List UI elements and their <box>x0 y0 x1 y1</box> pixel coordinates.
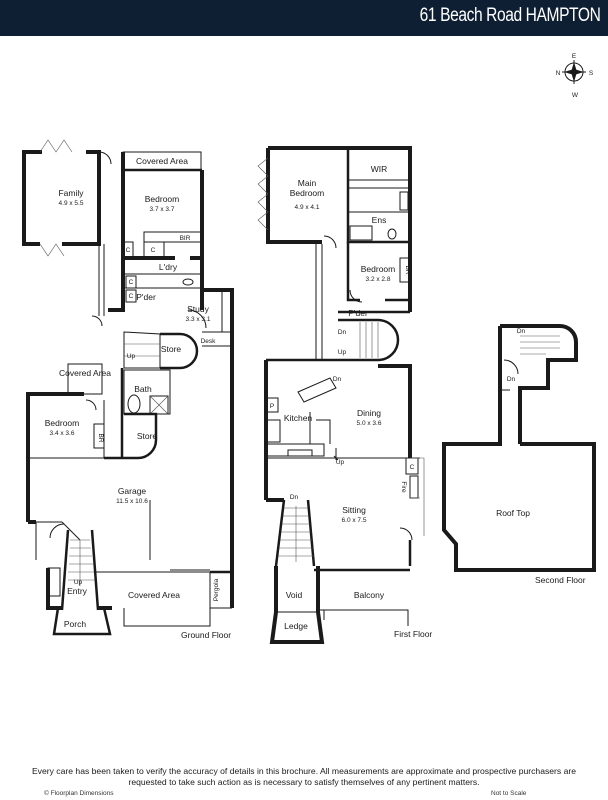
powder-room-first-label: P'der <box>348 308 368 318</box>
bedroom-first-dims: 3.2 x 2.8 <box>366 276 391 283</box>
compass-w: W <box>572 92 579 99</box>
family-label: Family <box>58 188 84 198</box>
closet-c3: C <box>129 279 134 286</box>
page-title: 61 Beach Road HAMPTON <box>419 5 600 26</box>
stairs-up-label: Up <box>127 353 136 360</box>
wir-label: WIR <box>371 164 388 174</box>
disclaimer-text: Every care has been taken to verify the … <box>31 766 577 787</box>
compass-s: S <box>589 70 594 77</box>
store-label-1: Store <box>161 344 182 354</box>
stairs-up-label-2: Up <box>74 579 83 586</box>
powder-room-label: P'der <box>136 292 156 302</box>
stairs-up-label-first-2: Up <box>336 459 345 466</box>
first-floor-label: First Floor <box>394 629 432 639</box>
study-dims: 3.3 x 3.1 <box>186 316 211 323</box>
bedroom-first-label: Bedroom <box>361 264 396 274</box>
garage-dims: 11.5 x 10.6 <box>116 498 148 505</box>
kitchen-label: Kitchen <box>284 413 313 423</box>
header-bar: 61 Beach Road HAMPTON <box>0 0 608 36</box>
ledge-label: Ledge <box>284 621 308 631</box>
bedroom-left-dims: 3.4 x 3.6 <box>50 430 75 437</box>
closet-c1: C <box>126 247 131 254</box>
closet-c-first: C <box>410 464 415 471</box>
stairs-dn-label-2: Dn <box>333 376 342 383</box>
sitting-dims: 6.0 x 7.5 <box>342 517 367 524</box>
entry-label: Entry <box>67 586 88 596</box>
credit-text: © Floorplan Dimensions <box>44 790 114 797</box>
stairs-dn-label-3: Dn <box>290 494 299 501</box>
stairs-up-label-first: Up <box>338 349 347 356</box>
study-label: Study <box>187 304 209 314</box>
main-bedroom-label-line: Bedroom <box>290 188 325 198</box>
bir-label: BIR <box>180 235 191 242</box>
compass-n: N <box>556 70 561 77</box>
stairs-dn-label-second-2: Dn <box>507 376 516 383</box>
main-bedroom-dims: 4.9 x 4.1 <box>295 204 320 211</box>
void-label: Void <box>286 590 303 600</box>
closet-c2: C <box>151 247 156 254</box>
balcony-label: Balcony <box>354 590 385 600</box>
porch-label: Porch <box>64 619 86 629</box>
br-label-first: BR <box>404 265 411 274</box>
dining-dims: 5.0 x 3.6 <box>357 420 382 427</box>
bedroom-top-label: Bedroom <box>145 194 180 204</box>
covered-area-bottom-label: Covered Area <box>128 590 180 600</box>
dining-label: Dining <box>357 408 381 418</box>
closet-c4: C <box>129 293 134 300</box>
compass-e: E <box>572 53 577 60</box>
sitting-label: Sitting <box>342 505 366 515</box>
covered-area-top-label: Covered Area <box>136 156 188 166</box>
desk-label: Desk <box>201 338 217 345</box>
pergola-label: Pergola <box>213 578 220 601</box>
store-label-2: Store <box>137 431 158 441</box>
family-dims: 4.9 x 5.5 <box>59 200 84 207</box>
ensuite-label: Ens <box>372 215 387 225</box>
roof-top-label: Roof Top <box>496 508 530 518</box>
main-bedroom-label-line: Main <box>298 178 317 188</box>
br-label-ground: BR <box>97 433 104 442</box>
ground-floor-label: Ground Floor <box>181 630 231 640</box>
fireplace-label: Fire <box>400 481 407 493</box>
ground-floor-plan: Family 4.9 x 5.5 Covered Area Bedroom 3.… <box>22 139 234 640</box>
stairs-dn-label-1: Dn <box>338 329 347 336</box>
scale-note: Not to Scale <box>491 790 527 797</box>
second-floor-plan: Dn Dn Roof Top Second Floor <box>442 324 596 585</box>
bath-label: Bath <box>134 384 152 394</box>
bedroom-top-dims: 3.7 x 3.7 <box>150 206 175 213</box>
bedroom-left-label: Bedroom <box>45 418 80 428</box>
compass-rose-icon: E N S W <box>556 53 594 99</box>
covered-area-left-label: Covered Area <box>59 368 111 378</box>
pantry-label: P <box>270 403 274 410</box>
laundry-label: L'dry <box>159 262 178 272</box>
stairs-dn-label-second-1: Dn <box>517 328 526 335</box>
second-floor-label: Second Floor <box>535 575 586 585</box>
garage-label: Garage <box>118 486 147 496</box>
